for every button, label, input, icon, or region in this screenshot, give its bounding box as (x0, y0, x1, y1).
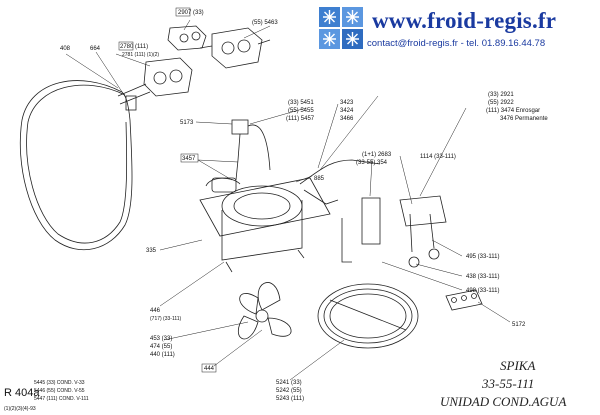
footer-note: 5447 (111) COND. V-111 (34, 396, 89, 402)
contact-line[interactable]: contact@froid-regis.fr - tel. 01.89.16.4… (367, 38, 546, 49)
label-885: 885 (314, 176, 325, 182)
label-5455: (55) 5455 (288, 108, 314, 114)
label-354: (33-55) 354 (356, 160, 388, 166)
label-3466: 3466 (340, 116, 354, 122)
label-5457: (111) 5457 (286, 116, 315, 122)
label-408: 408 (60, 46, 71, 52)
label-2922: (55) 2922 (488, 100, 514, 106)
footer-note: (1)(2)(3)(4)-93 (4, 406, 36, 412)
label-3476: 3476 Permanente (500, 116, 548, 122)
label-3457: 3457 (182, 156, 196, 162)
label-3423: 3423 (340, 100, 354, 106)
label-5173: 5173 (180, 120, 194, 126)
label-453: 453 (33) (150, 336, 172, 342)
model-number: 33-55-111 (481, 376, 534, 391)
label-440: 440 (111) (150, 352, 175, 358)
leader-lines (65, 19, 511, 381)
label-2780: 2780 (111) (120, 44, 148, 50)
label-5172: 5172 (512, 322, 526, 328)
condenser-coil-ring (317, 283, 419, 349)
label-498: 498 (33-111) (466, 288, 499, 294)
capillary-coil (19, 80, 133, 251)
label-5451: (33) 5451 (288, 100, 314, 106)
label-495: 495 (33-111) (466, 254, 499, 260)
pressure-switch (117, 57, 193, 111)
label-474: 474 (55) (150, 344, 172, 350)
water-valve (199, 27, 271, 69)
label-335: 335 (146, 248, 157, 254)
label-5463: (55) 5463 (252, 20, 278, 26)
label-2907: 2907 (33) (178, 10, 204, 16)
label-438: 438 (33-111) (466, 274, 499, 280)
top-switch (167, 25, 207, 51)
pressure-valve-assembly (399, 195, 447, 268)
footer-note: 5445 (33) COND. V-33 (34, 380, 85, 386)
terminal-block (445, 289, 483, 311)
label-2781: 2781 (111) (1)(2) (122, 52, 159, 58)
condenser-pipes (299, 159, 381, 263)
label-3424: 3424 (340, 108, 354, 114)
label-5243: 5243 (111) (276, 396, 304, 402)
label-1114: 1114 (33-111) (420, 154, 456, 160)
relay-block (231, 119, 271, 181)
label-5241: 5241 (33) (276, 380, 302, 386)
label-2683: (1+1) 2683 (362, 152, 392, 158)
footer-note: 5446 (55) COND. V-55 (34, 388, 85, 394)
fan-blade (238, 282, 292, 340)
label-5242: 5242 (55) (276, 388, 302, 394)
model-caption: UNIDAD COND.AGUA (440, 394, 566, 409)
label-717: (717) (33-111) (150, 316, 182, 322)
snowflake-logo-icon (319, 7, 363, 49)
label-664: 664 (90, 46, 101, 52)
refrigerant-code: R 404a (4, 387, 40, 399)
label-446: 446 (150, 308, 161, 314)
label-2921: (33) 2921 (488, 92, 514, 98)
title-block: SPIKA 33-55-111 UNIDAD COND.AGUA (440, 358, 566, 409)
label-3474: (111) 3474 Enrosgar (486, 108, 540, 114)
model-name: SPIKA (500, 358, 535, 373)
site-title[interactable]: www.froid-regis.fr (372, 8, 557, 33)
footer-notes: 5445 (33) COND. V-33 5446 (55) COND. V-5… (4, 380, 89, 412)
part-labels: 2907 (33) (55) 5463 408 664 2780 (111) 2… (60, 7, 548, 402)
label-444: 444 (204, 366, 215, 372)
compressor-base (199, 177, 331, 273)
